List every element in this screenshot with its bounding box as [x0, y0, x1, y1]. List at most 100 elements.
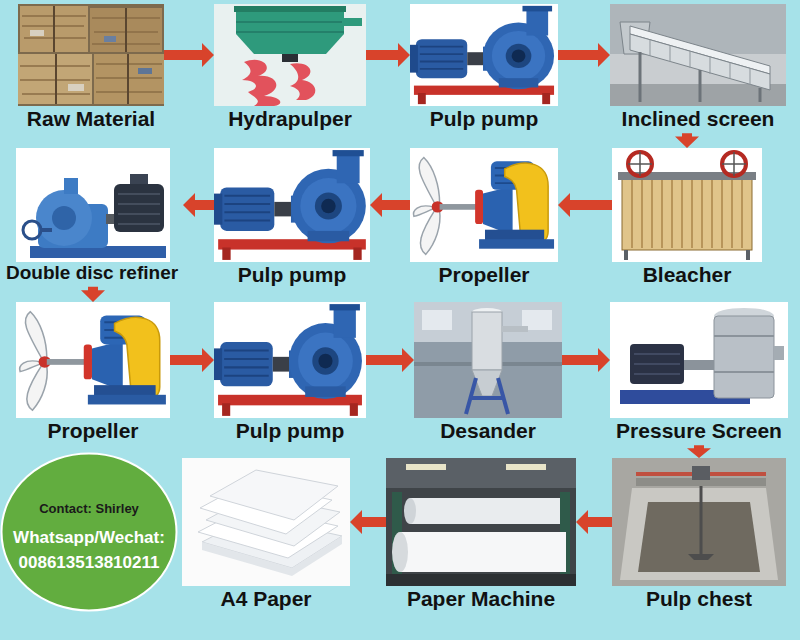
raw-material-photo — [127, 54, 129, 104]
process-step: Desander — [414, 302, 562, 445]
pump-photo — [214, 302, 366, 418]
process-step: Pulp pump — [214, 302, 366, 445]
desander-photo — [414, 302, 562, 342]
raw-material-photo — [54, 6, 128, 104]
contact-ellipse: Contact: ShirleyWhatsapp/Wechat: 00861351… — [0, 452, 178, 612]
inclined-screen-photo — [699, 70, 702, 102]
inclined-screen-photo — [750, 68, 751, 85]
ellipse-outline — [2, 454, 177, 611]
paper-machine-photo — [392, 532, 408, 572]
hydrapulper-photo — [214, 4, 366, 106]
desander-photo — [414, 302, 562, 418]
flow-arrow — [675, 133, 699, 148]
pump-photo — [410, 4, 558, 106]
pulp-chest-photo — [688, 554, 714, 560]
bleacher-photo — [628, 152, 652, 176]
contact-text: 008613513810211 — [19, 553, 160, 573]
flow-arrow — [170, 348, 214, 372]
pressure-screen-photo — [634, 353, 680, 355]
bleacher-photo — [722, 163, 746, 165]
paper-stack-photo — [198, 506, 338, 558]
refiner-photo — [23, 221, 41, 239]
step-caption: Hydrapulper — [228, 106, 352, 131]
bleacher-photo — [733, 152, 735, 176]
step-caption: Desander — [440, 418, 536, 443]
process-step: Hydrapulper — [214, 4, 366, 133]
contact-text: Whatsapp/Wechat: — [13, 528, 165, 548]
paper-machine-photo — [406, 464, 446, 470]
raw-material-photo — [18, 4, 164, 106]
inclined-screen-photo — [640, 52, 760, 102]
step-caption: Pulp pump — [236, 418, 345, 443]
inclined-screen-photo — [610, 4, 786, 106]
hydrapulper-photo — [282, 54, 298, 62]
bleacher-photo — [681, 180, 683, 248]
process-step: Paper Machine — [386, 458, 576, 613]
raw-material-photo — [68, 84, 84, 91]
desander-photo — [470, 396, 504, 400]
desander-photo — [472, 308, 502, 316]
pulp-chest-photo — [620, 488, 778, 580]
inclined-screen-photo — [620, 22, 650, 54]
desander-photo — [466, 378, 476, 414]
step-caption: Propeller — [438, 262, 529, 287]
inclined-screen-photo — [670, 46, 671, 62]
paper-machine-photo — [506, 464, 546, 470]
bleacher-photo — [632, 180, 742, 248]
flow-arrow — [366, 43, 410, 67]
step-caption: Double disc refiner — [6, 262, 178, 285]
refiner-photo — [40, 228, 52, 232]
paper-stack-photo — [202, 516, 342, 568]
propeller-photo — [16, 302, 170, 418]
paper-machine-photo — [386, 458, 576, 488]
desander-photo — [422, 310, 452, 330]
pulp-chest-photo — [692, 466, 710, 480]
refiner-photo — [16, 148, 170, 262]
flow-arrow — [366, 348, 414, 372]
inclined-screen-photo — [650, 40, 750, 85]
inclined-screen-photo — [610, 84, 786, 106]
bleacher-photo — [731, 180, 733, 248]
pressure-screen-photo — [610, 302, 788, 418]
flow-arrow — [164, 43, 214, 67]
flow-arrow — [81, 287, 105, 302]
desander-photo — [466, 378, 508, 414]
flow-arrow — [562, 348, 610, 372]
flow-arrow — [576, 510, 612, 534]
pressure-screen-photo — [684, 360, 718, 370]
raw-material-photo — [53, 6, 55, 52]
desander-photo — [472, 312, 502, 370]
refiner-photo — [64, 178, 78, 194]
hydrapulper-photo — [214, 4, 366, 106]
paper-stack-photo — [202, 536, 342, 576]
hydrapulper-photo — [236, 21, 344, 23]
desander-photo — [472, 370, 502, 396]
refiner-photo — [30, 246, 166, 258]
hydrapulper-photo — [236, 22, 344, 32]
paper-stack-photo — [198, 470, 342, 568]
propeller-photo — [410, 148, 558, 262]
pulp-chest-photo — [612, 458, 786, 586]
bleacher-photo — [651, 180, 653, 248]
hydrapulper-photo — [342, 18, 362, 26]
refiner-photo — [130, 174, 148, 184]
inclined-screen-photo — [630, 34, 770, 90]
bleacher-photo — [628, 163, 652, 165]
refiner-photo — [114, 184, 164, 232]
paper-stack-photo — [182, 458, 350, 586]
raw-material-photo — [20, 6, 88, 52]
bleacher-photo — [639, 152, 641, 176]
bleacher-photo — [746, 250, 750, 260]
refiner-photo — [118, 203, 160, 205]
bleacher-photo — [624, 250, 628, 260]
refiner-photo — [36, 190, 92, 246]
flow-arrow — [558, 43, 610, 67]
bleacher-photo — [612, 148, 762, 262]
contact-text: Contact: Shirley — [39, 501, 139, 517]
bleacher-photo — [722, 152, 746, 176]
pressure-screen-photo — [714, 371, 774, 373]
bleacher-photo — [671, 180, 673, 248]
paper-machine-photo — [386, 458, 576, 586]
pressure-screen-photo — [714, 316, 774, 398]
paper-machine-photo — [386, 458, 576, 586]
